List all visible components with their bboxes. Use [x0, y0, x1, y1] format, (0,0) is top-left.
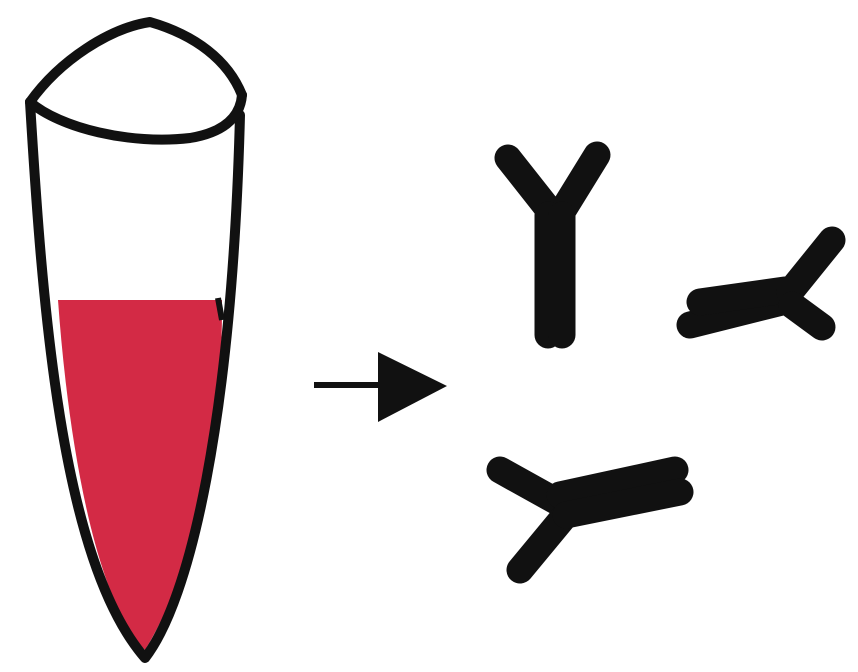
right-arrow-icon [314, 352, 447, 422]
arrow-head [378, 352, 447, 422]
tube-liquid [58, 300, 222, 650]
tube-liquid-edge [218, 298, 222, 320]
tube-cap [30, 22, 242, 102]
conical-tube-icon [30, 22, 242, 658]
antibody-icon [690, 240, 832, 327]
antibody-icon [500, 470, 680, 570]
tube-rim [30, 95, 242, 140]
antibody-icon [508, 155, 597, 335]
